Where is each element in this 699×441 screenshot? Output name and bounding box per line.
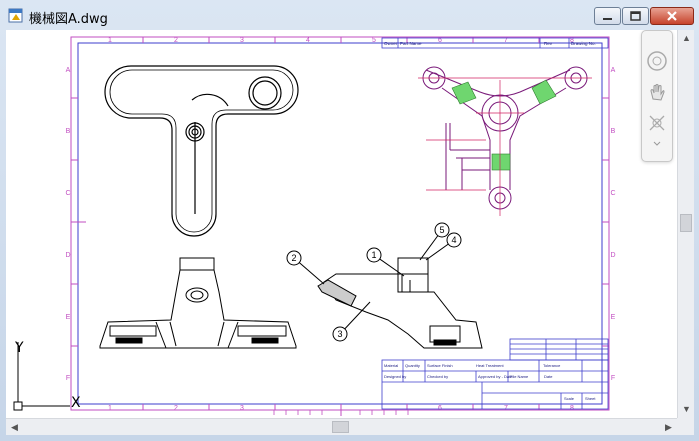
close-button[interactable] [650, 7, 694, 25]
scrollbar-corner [677, 418, 694, 435]
row-label: B [611, 128, 616, 135]
horizontal-scrollbar[interactable]: ◀ ▶ [6, 418, 677, 435]
col-label: 7 [504, 37, 508, 44]
chevron-down-icon[interactable] [645, 139, 670, 149]
tb-heat: Heat Treatment [476, 363, 504, 368]
scroll-up-icon[interactable]: ▲ [682, 33, 691, 43]
close-icon [667, 11, 677, 21]
row-label: C [610, 190, 615, 197]
col-label: 7 [504, 405, 508, 412]
tb-filename: File Name [510, 374, 529, 379]
row-label: A [66, 67, 71, 74]
tb-tolerance: Tolerance [543, 363, 561, 368]
view-front [99, 257, 297, 349]
balloon-label: 1 [371, 250, 376, 260]
tb-checked: Checked by [427, 374, 448, 379]
tb-scale: Scale [564, 396, 575, 401]
tb-drawing-no: Drawing No. [571, 41, 596, 46]
col-label: 2 [174, 37, 178, 44]
minimize-button[interactable] [594, 7, 621, 25]
tb-approved: Approved by - Date [478, 374, 513, 379]
minimize-icon [603, 18, 612, 20]
pan-hand-icon[interactable] [645, 81, 670, 105]
tb-designed: Designed by [384, 374, 406, 379]
col-label: 3 [240, 37, 244, 44]
scroll-down-icon[interactable]: ▼ [682, 404, 691, 414]
center-mark [273, 409, 409, 415]
maximize-button[interactable] [622, 7, 649, 25]
title-block-bottom [381, 338, 609, 410]
vertical-scroll-thumb[interactable] [680, 214, 692, 232]
col-label: 6 [438, 405, 442, 412]
tb-date: Date [544, 374, 553, 379]
ucs-y-label: Y [14, 340, 24, 356]
view-y-part [418, 66, 592, 216]
col-label: 1 [108, 37, 112, 44]
navigation-bar [641, 30, 673, 162]
drawing-canvas[interactable]: 1 2 3 4 5 6 7 8 1 2 3 6 7 8 A B C D [6, 30, 677, 418]
ucs-icon [13, 342, 70, 411]
row-label: D [610, 252, 615, 259]
autocad-dwg-icon [8, 8, 23, 23]
row-label: A [611, 67, 616, 74]
col-label: 3 [240, 405, 244, 412]
sheet-inner-border [77, 42, 603, 405]
balloon-label: 3 [337, 329, 342, 339]
horizontal-scroll-thumb[interactable] [332, 421, 349, 433]
tb-owner: Owner [384, 41, 398, 46]
row-label: F [66, 375, 70, 382]
maximize-icon [630, 11, 641, 21]
scroll-right-icon[interactable]: ▶ [665, 422, 672, 432]
view-top-lever [104, 65, 299, 237]
zoom-extents-icon[interactable] [645, 111, 670, 135]
row-label: E [66, 314, 71, 321]
col-label: 2 [174, 405, 178, 412]
col-label: 1 [108, 405, 112, 412]
row-label: C [65, 190, 70, 197]
vertical-scrollbar[interactable]: ▲ ▼ [677, 30, 694, 418]
drawing-sheet: 1 2 3 4 5 6 7 8 1 2 3 6 7 8 A B C D [13, 36, 616, 416]
tb-sheet: Sheet [585, 396, 596, 401]
balloon-label: 2 [291, 253, 296, 263]
scroll-left-icon[interactable]: ◀ [11, 422, 18, 432]
view-section [317, 257, 483, 349]
row-label: B [66, 128, 71, 135]
row-label: E [611, 314, 616, 321]
tb-quantity: Quantity [405, 363, 420, 368]
balloons [286, 222, 462, 342]
tb-material: Material [384, 363, 398, 368]
window-title: 機械図A.dwg [29, 12, 108, 27]
tb-surface: Surface Finish [427, 363, 453, 368]
ucs-x-label: X [71, 395, 81, 411]
title-bar: 機械図A.dwg [0, 0, 699, 30]
title-block-top [381, 37, 609, 49]
tb-part-name: Part Name [400, 41, 422, 46]
grid-ticks [71, 37, 609, 416]
col-label: 5 [372, 37, 376, 44]
col-label: 8 [570, 37, 574, 44]
col-label: 8 [570, 405, 574, 412]
col-label: 6 [438, 37, 442, 44]
balloon-label: 5 [439, 225, 444, 235]
tb-rev: Rev [544, 41, 553, 46]
balloon-label: 4 [451, 235, 456, 245]
col-label: 4 [306, 37, 310, 44]
steering-wheel-icon[interactable] [645, 49, 670, 73]
row-label: F [611, 375, 615, 382]
row-label: D [65, 252, 70, 259]
